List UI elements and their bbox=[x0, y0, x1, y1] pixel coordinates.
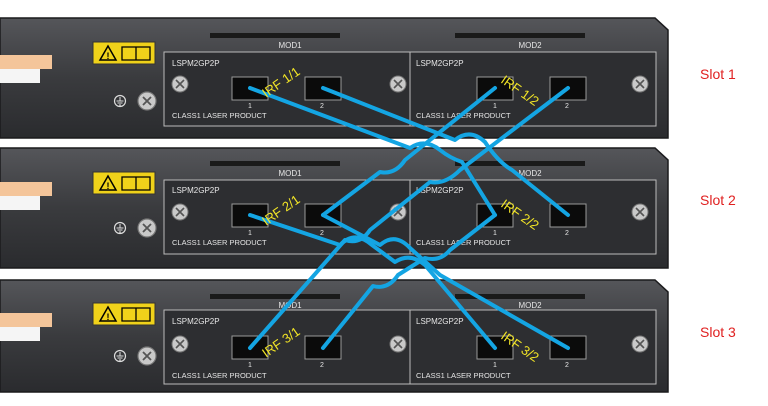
slot-label-2: Slot 2 bbox=[700, 192, 736, 208]
svg-text:!: ! bbox=[107, 312, 110, 322]
module-title: MOD2 bbox=[518, 301, 542, 310]
screw-icon bbox=[171, 203, 189, 221]
ground-icon bbox=[113, 94, 127, 108]
svg-text:!: ! bbox=[107, 51, 110, 61]
screw-icon bbox=[631, 335, 649, 353]
irf-cable bbox=[321, 86, 570, 217]
laser-class-label: CLASS1 LASER PRODUCT bbox=[172, 111, 267, 120]
irf-cable bbox=[248, 86, 570, 350]
port-number: 2 bbox=[320, 362, 324, 369]
warning-label: ! bbox=[92, 41, 156, 65]
sticker-white bbox=[0, 327, 40, 341]
slot-label-1: Slot 1 bbox=[700, 66, 736, 82]
module-model: LSPM2GP2P bbox=[416, 59, 464, 68]
switch-chassis-slot-1: ! MOD1 LSPM2GP2P 1 2 CLASS1 LASER PRODUC bbox=[0, 17, 669, 139]
screw-icon bbox=[631, 75, 649, 93]
port-number: 1 bbox=[493, 103, 497, 110]
warning-label: ! bbox=[92, 302, 156, 326]
module-1-slot-3: MOD1 LSPM2GP2P 1 2 CLASS1 LASER PRODUCT bbox=[163, 294, 411, 385]
port-number: 2 bbox=[565, 362, 569, 369]
module-title: MOD1 bbox=[278, 169, 302, 178]
port-number: 2 bbox=[320, 230, 324, 237]
slot-label-3: Slot 3 bbox=[700, 324, 736, 340]
port-number: 2 bbox=[320, 103, 324, 110]
module-title: MOD1 bbox=[278, 301, 302, 310]
screw-icon bbox=[137, 218, 157, 238]
laser-class-label: CLASS1 LASER PRODUCT bbox=[172, 238, 267, 247]
laser-class-label: CLASS1 LASER PRODUCT bbox=[172, 371, 267, 380]
sticker-orange bbox=[0, 313, 52, 327]
module-2-slot-2: MOD2 LSPM2GP2P 1 2 CLASS1 LASER PRODUCT bbox=[389, 161, 657, 255]
sticker-white bbox=[0, 196, 40, 210]
port-number: 1 bbox=[248, 362, 252, 369]
port-number: 2 bbox=[565, 230, 569, 237]
port-number: 1 bbox=[248, 230, 252, 237]
sticker-white bbox=[0, 69, 40, 83]
screw-icon bbox=[389, 335, 407, 353]
irf-cables bbox=[248, 86, 570, 350]
screw-icon bbox=[171, 335, 189, 353]
sticker-orange bbox=[0, 55, 52, 69]
warning-label: ! bbox=[92, 171, 156, 195]
module-model: LSPM2GP2P bbox=[416, 317, 464, 326]
laser-class-label: CLASS1 LASER PRODUCT bbox=[416, 238, 511, 247]
port-number: 1 bbox=[493, 362, 497, 369]
module-title: MOD1 bbox=[278, 41, 302, 50]
screw-icon bbox=[137, 91, 157, 111]
screw-icon bbox=[171, 75, 189, 93]
irf-cable bbox=[321, 86, 497, 217]
module-title: MOD2 bbox=[518, 169, 542, 178]
port-number: 1 bbox=[493, 230, 497, 237]
sticker-orange bbox=[0, 182, 52, 196]
port-number: 2 bbox=[565, 103, 569, 110]
module-model: LSPM2GP2P bbox=[416, 186, 464, 195]
svg-text:!: ! bbox=[107, 181, 110, 191]
screw-icon bbox=[137, 346, 157, 366]
module-model: LSPM2GP2P bbox=[172, 186, 220, 195]
ground-icon bbox=[113, 349, 127, 363]
module-model: LSPM2GP2P bbox=[172, 317, 220, 326]
module-model: LSPM2GP2P bbox=[172, 59, 220, 68]
module-title: MOD2 bbox=[518, 41, 542, 50]
laser-class-label: CLASS1 LASER PRODUCT bbox=[416, 371, 511, 380]
irf-cable bbox=[321, 213, 497, 350]
irf-cable bbox=[321, 213, 570, 350]
port-number: 1 bbox=[248, 103, 252, 110]
screw-icon bbox=[389, 75, 407, 93]
ground-icon bbox=[113, 221, 127, 235]
irf-cable bbox=[248, 86, 497, 217]
screw-icon bbox=[631, 203, 649, 221]
